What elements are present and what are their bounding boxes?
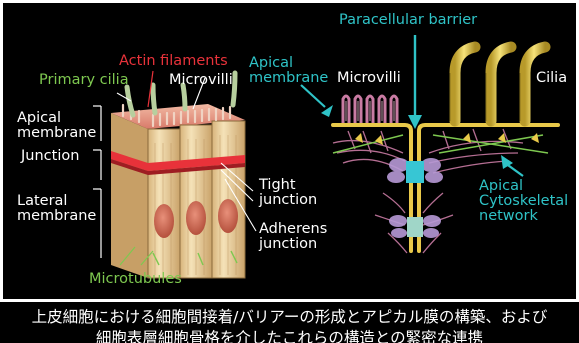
diagram-panel: Actin filaments Primary cilia Microvilli…: [3, 3, 576, 299]
cilia-label: Cilia: [536, 70, 567, 86]
apical-membrane-left-label-1: Apical: [17, 110, 61, 126]
junction-label: Junction: [20, 148, 79, 164]
junction-complexes: [387, 158, 443, 238]
tight-junction-block: [406, 161, 424, 183]
apical-cytoskeletal-label-1: Apical: [479, 178, 523, 194]
lateral-membrane-label-1: Lateral: [17, 193, 67, 209]
cell-columns: [111, 113, 245, 278]
actin-filaments-label: Actin filaments: [119, 53, 228, 69]
adherens-junction-label-1: Adherens: [259, 221, 327, 237]
nuclei: [154, 199, 238, 238]
cilia-right: [455, 47, 545, 121]
microvilli-right-label: Microvilli: [337, 70, 401, 86]
apical-membrane-right-label-1: Apical: [249, 55, 293, 71]
adherens-junction-block: [407, 217, 423, 237]
caption: 上皮細胞における細胞間接着/バリアーの形成とアピカル膜の構築、および 細胞表層細…: [0, 302, 579, 343]
apical-membrane-arrowhead: [321, 105, 333, 117]
microvilli-left-label: Microvilli: [169, 72, 233, 88]
apical-cytoskeletal-label-2: Cytoskeletal: [479, 193, 568, 209]
epithelial-cell-block: [111, 73, 245, 278]
apical-membrane-left-label-2: membrane: [17, 125, 96, 141]
adherens-junction-label-2: junction: [258, 236, 317, 252]
apical-membrane-arrow: [301, 85, 325, 107]
apical-cytoskeletal-label-3: network: [479, 208, 538, 224]
primary-cilia-label: Primary cilia: [39, 72, 129, 88]
tight-junction-label-2: junction: [258, 192, 317, 208]
epithelial-junction-diagram: Actin filaments Primary cilia Microvilli…: [3, 3, 576, 299]
paracellular-barrier-label: Paracellular barrier: [339, 12, 477, 28]
tight-junction-label-1: Tight: [258, 177, 296, 193]
lateral-membrane-label-2: membrane: [17, 208, 96, 224]
caption-line-2: 細胞表層細胞骨格を介したこれらの構造との緊密な連携: [0, 328, 579, 343]
caption-line-1: 上皮細胞における細胞間接着/バリアーの形成とアピカル膜の構築、および: [0, 307, 579, 327]
apical-membrane-right-label-2: membrane: [249, 70, 328, 86]
microtubules-label: Microtubules: [89, 271, 182, 287]
